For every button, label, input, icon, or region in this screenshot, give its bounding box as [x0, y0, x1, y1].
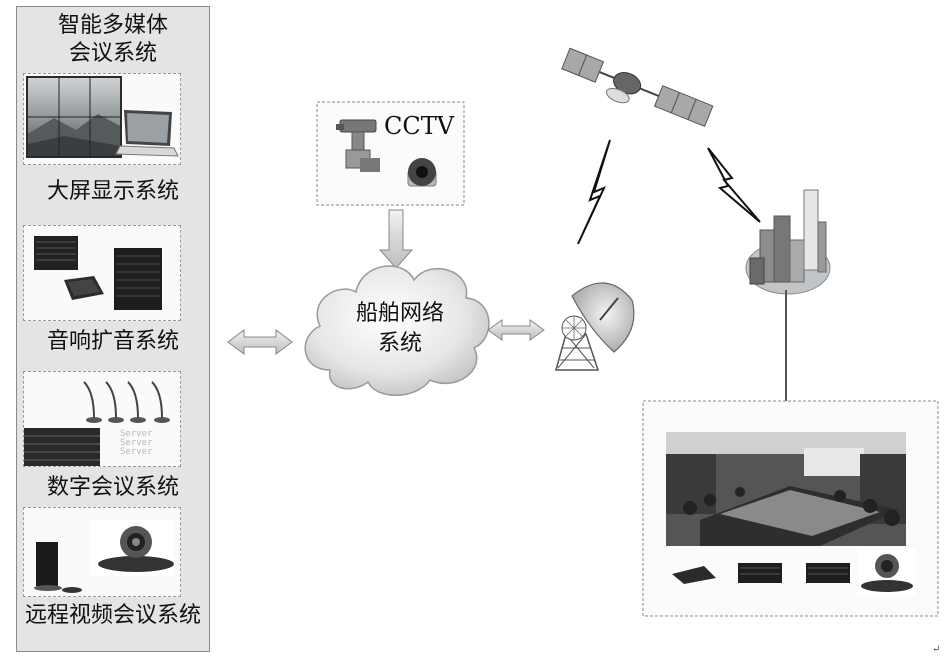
section-label-audio: 音响扩音系统: [46, 329, 179, 354]
speakers-illustration: [34, 236, 162, 310]
video-conference-image: [23, 507, 181, 597]
lightning-bolt-right: [707, 147, 761, 223]
cctv-camera-icon: [336, 119, 380, 172]
large-screen-image: [23, 73, 181, 165]
video-terminal-and-camera-illustration: [34, 520, 174, 593]
left-double-arrow: [227, 329, 293, 355]
server-label: Server: [120, 429, 153, 439]
lightning-bolt-left: [577, 139, 611, 245]
satellite-dish-icon: [555, 282, 635, 371]
server-label: Server: [120, 438, 153, 448]
video-wall-laptop-illustration: [26, 76, 179, 158]
city-buildings-icon: [745, 189, 831, 295]
satellite-icon: [561, 47, 714, 128]
dome-camera-icon: [407, 158, 437, 187]
conference-room-photo: [666, 432, 906, 546]
section-label-digital-conference: 数字会议系统: [46, 475, 179, 500]
cctv-box: [316, 101, 465, 206]
server-label-stack: Server Server Server: [120, 430, 153, 457]
right-double-arrow: [487, 319, 545, 341]
room-equipment-row: [672, 548, 916, 596]
network-label-line2: 系统: [377, 331, 422, 356]
server-label: Server: [120, 447, 153, 457]
multimedia-system-panel: 智能多媒体 会议系统 大屏显示系统: [16, 6, 210, 652]
network-label-line1: 船舶网络: [355, 301, 444, 326]
digital-conference-image: Server Server Server: [23, 371, 181, 467]
audio-system-image: [23, 225, 181, 321]
microphones-and-server-illustration: [24, 381, 170, 466]
section-label-large-screen: 大屏显示系统: [46, 179, 179, 204]
cctv-down-arrow: [378, 209, 414, 269]
panel-title-line2: 会议系统: [68, 41, 157, 66]
ship-network-cloud: [304, 265, 490, 396]
cctv-label: CCTV: [384, 112, 455, 140]
panel-title-line1: 智能多媒体: [57, 13, 168, 38]
corner-return-mark: ↵: [932, 644, 941, 655]
section-label-video-conference: 远程视频会议系统: [24, 603, 201, 628]
